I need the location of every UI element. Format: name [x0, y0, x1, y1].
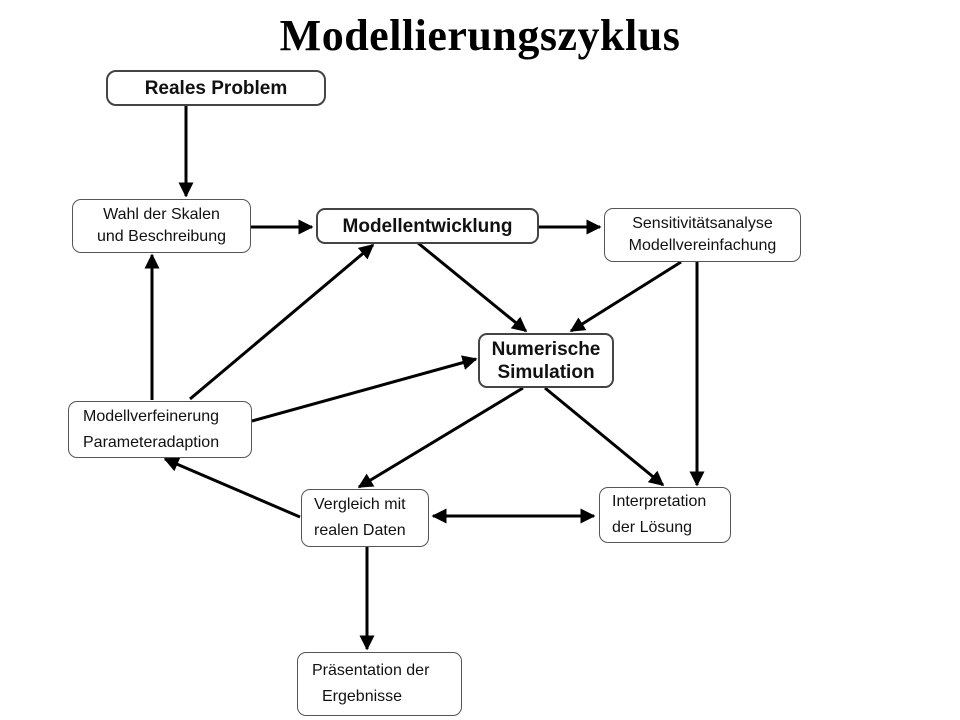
node-praesentation-line-2: Ergebnisse	[322, 688, 403, 705]
node-reales-problem: Reales Problem	[106, 70, 326, 106]
node-sensitivitaet-line-2: Modellvereinfachung	[628, 237, 777, 254]
edge-vergleich-to-modellverfeinerung	[163, 457, 301, 519]
node-wahl-der-skalen: Wahl der Skalen und Beschreibung	[72, 199, 251, 253]
node-sensitivitaet-line-1: Sensitivitätsanalyse	[632, 215, 773, 232]
node-reales-problem-label: Reales Problem	[144, 77, 288, 99]
node-modellentwicklung: Modellentwicklung	[316, 208, 539, 244]
node-praesentation: Präsentation der Ergebnisse	[297, 652, 462, 716]
node-numerische-simulation-line-1: Numerische	[491, 338, 601, 360]
node-numerische-simulation: Numerische Simulation	[478, 333, 614, 388]
node-modellverfeinerung: Modellverfeinerung Parameteradaption	[68, 401, 252, 458]
node-interpretation-line-1: Interpretation	[612, 493, 707, 510]
node-wahl-der-skalen-line-1: Wahl der Skalen	[103, 206, 220, 223]
node-vergleich: Vergleich mit realen Daten	[301, 489, 429, 547]
node-vergleich-line-2: realen Daten	[314, 522, 406, 539]
node-numerische-simulation-line-2: Simulation	[497, 361, 595, 383]
node-modellentwicklung-label: Modellentwicklung	[342, 215, 513, 237]
edge-numerische-to-interpretation	[544, 386, 665, 487]
node-interpretation: Interpretation der Lösung	[599, 487, 731, 543]
node-sensitivitaet: Sensitivitätsanalyse Modellvereinfachung	[604, 208, 801, 262]
node-vergleich-line-1: Vergleich mit	[314, 496, 406, 513]
node-wahl-der-skalen-line-2: und Beschreibung	[97, 228, 226, 245]
edge-modellverfeinerung-to-modellentwicklung	[189, 243, 375, 401]
node-modellverfeinerung-line-1: Modellverfeinerung	[83, 407, 220, 425]
diagram-title: Modellierungszyklus	[279, 11, 681, 60]
edge-numerische-to-vergleich	[357, 386, 524, 489]
edge-sensitivitaet-to-numerische	[569, 260, 682, 333]
edge-modellverfeinerung-to-numerische	[251, 355, 478, 423]
edge-modellentwicklung-to-numerische	[417, 241, 528, 333]
node-interpretation-line-2: der Lösung	[612, 519, 693, 536]
node-praesentation-line-1: Präsentation der	[312, 662, 430, 679]
node-modellverfeinerung-line-2: Parameteradaption	[83, 433, 220, 451]
